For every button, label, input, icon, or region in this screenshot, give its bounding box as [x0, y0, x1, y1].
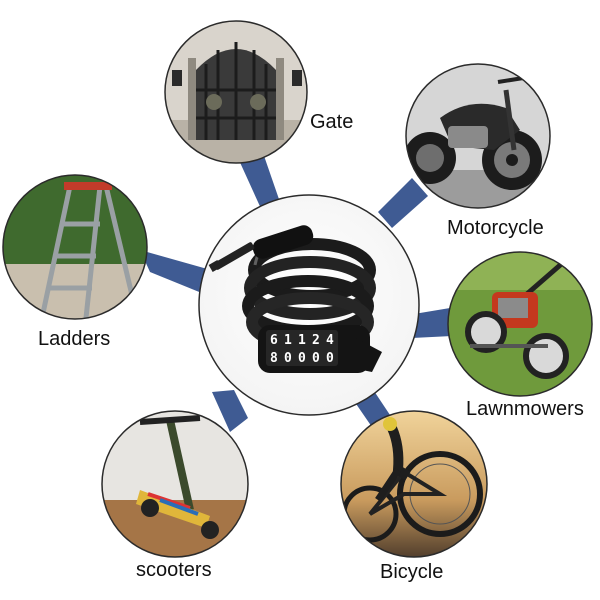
- svg-text:8: 8: [270, 351, 278, 366]
- svg-text:0: 0: [284, 351, 292, 366]
- svg-text:0: 0: [312, 351, 320, 366]
- label-gate: Gate: [310, 111, 354, 133]
- cable-lock-image: 6 1 1 2 4 8 0 0 0 0: [208, 225, 382, 373]
- motorcycle-photo: [405, 63, 551, 209]
- connectors: [140, 150, 452, 432]
- svg-text:6: 6: [270, 333, 278, 348]
- label-lawnmowers: Lawnmowers: [466, 398, 584, 420]
- connector-scooters: [212, 390, 248, 432]
- connector-motorcycle: [378, 178, 428, 228]
- svg-text:2: 2: [312, 333, 320, 348]
- bicycle-photo: [340, 410, 488, 558]
- svg-text:4: 4: [326, 333, 334, 348]
- connector-lawnmowers: [412, 308, 452, 338]
- lawnmower-photo: [447, 251, 593, 397]
- gate-photo: [164, 20, 308, 164]
- label-ladders: Ladders: [38, 328, 111, 350]
- label-scooters: scooters: [136, 559, 212, 581]
- svg-text:0: 0: [326, 351, 334, 366]
- ladder-photo: [2, 174, 148, 320]
- label-bicycle: Bicycle: [380, 561, 444, 583]
- svg-text:1: 1: [284, 333, 292, 348]
- scooter-photo: [101, 410, 249, 558]
- combination-dials: 6 1 1 2 4 8 0 0 0 0: [266, 330, 338, 366]
- connector-ladders: [140, 250, 218, 298]
- label-motorcycle: Motorcycle: [447, 217, 544, 239]
- svg-text:0: 0: [298, 351, 306, 366]
- center-lock-circle: 6 1 1 2 4 8 0 0 0 0: [198, 194, 420, 416]
- svg-text:1: 1: [298, 333, 306, 348]
- connector-gate: [238, 150, 281, 213]
